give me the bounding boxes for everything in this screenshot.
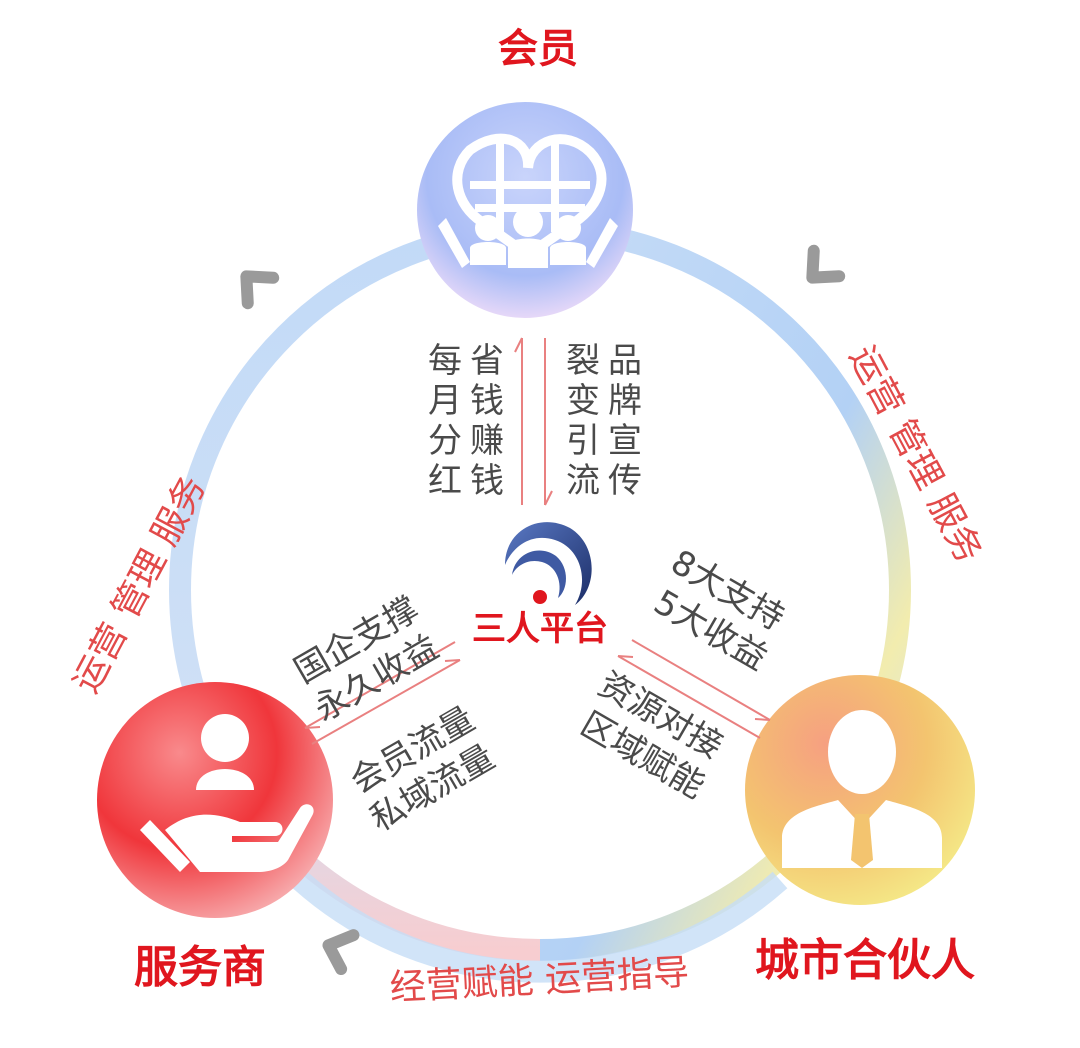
gray-arrow-bottom-left-icon	[322, 929, 360, 976]
flow-text-platform-fission: 裂 变 引 流	[566, 341, 600, 501]
flow-platform-brand-c3: 宣	[608, 421, 642, 461]
flow-member-bonus-c4: 红	[428, 461, 462, 501]
platform-brand-title: 三人平台	[472, 609, 608, 649]
flow-member-save-c4: 钱	[470, 461, 504, 501]
flow-member-bonus-c1: 每	[428, 341, 462, 381]
flow-text-platform-brand: 品 牌 宣 传	[608, 341, 642, 501]
flow-member-bonus-c2: 月	[428, 381, 462, 421]
ring-right-arc	[539, 219, 912, 961]
cycle-ring	[168, 219, 912, 983]
ring-bottom-arc	[292, 871, 788, 983]
flow-platform-brand-c1: 品	[608, 341, 642, 381]
flow-line-to-service	[304, 641, 456, 729]
flow-text-member-save: 省 钱 赚 钱	[470, 341, 504, 501]
flow-platform-fission-c3: 引	[566, 421, 600, 461]
member-node: 会员	[417, 26, 633, 318]
ring-left-arc	[168, 219, 541, 961]
flow-member-save-c2: 钱	[470, 381, 504, 421]
cycle-arrows	[240, 244, 846, 976]
city-partner-node: 城市合伙人	[745, 675, 975, 986]
flow-platform-brand-c2: 牌	[608, 381, 642, 421]
businessman-silhouette-icon	[782, 710, 942, 868]
flow-member-save-c3: 赚	[470, 421, 504, 461]
flow-member-platform: 每 月 分 红 省 钱 赚 钱 裂 变 引 流 品 牌 宣 传	[428, 337, 642, 506]
flow-platform-fission-c1: 裂	[566, 341, 600, 381]
flow-line-from-service	[311, 659, 461, 745]
flow-platform-fission-c2: 变	[566, 381, 600, 421]
hand-holding-person-icon	[140, 714, 314, 872]
flow-platform-brand-c4: 传	[608, 461, 642, 501]
city-partner-title: 城市合伙人	[755, 935, 975, 986]
gray-arrow-upper-left-icon	[240, 270, 280, 310]
gray-arrow-upper-right-icon	[806, 244, 846, 284]
service-provider-node: 服务商	[97, 682, 333, 993]
flow-member-save-c1: 省	[470, 341, 504, 381]
flow-line-to-partner	[631, 639, 771, 721]
flow-platform-fission-c4: 流	[566, 461, 600, 501]
service-provider-title: 服务商	[134, 942, 266, 993]
member-title: 会员	[498, 26, 578, 72]
swoosh-logo-icon	[505, 522, 592, 605]
flow-member-bonus-c3: 分	[428, 421, 462, 461]
flow-line-from-partner	[617, 655, 761, 739]
flow-text-member-bonus: 每 月 分 红	[428, 341, 462, 501]
center-platform: 三人平台	[472, 522, 608, 649]
globe-heart-people-icon	[438, 133, 618, 268]
